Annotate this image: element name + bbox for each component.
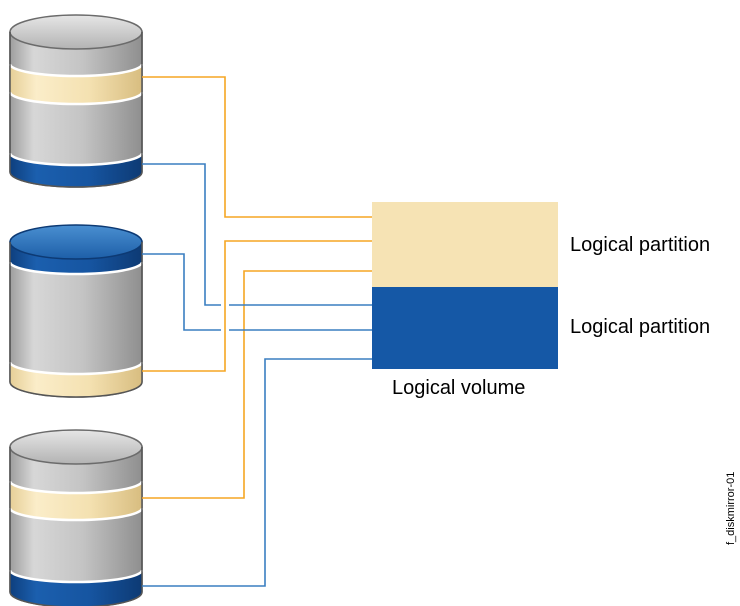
- connector-disk2-copy-a: [142, 240, 372, 372]
- disk-2: [8, 224, 144, 398]
- connector-disk1-copy-a: [142, 76, 372, 218]
- connector-disk3-copy-b: [142, 358, 372, 587]
- connector-disk1-copy-b: [142, 163, 221, 306]
- disk-2-partition-copy-a: [10, 362, 142, 397]
- figure-id-label: f_diskmirror-01: [725, 471, 737, 545]
- disk-3-partition-copy-a: [10, 481, 142, 520]
- disk-1: [8, 14, 144, 188]
- connector-disk3-copy-a: [142, 270, 372, 499]
- logical-partition-1: [372, 202, 558, 287]
- logical-volume-label: Logical volume: [392, 377, 526, 399]
- disk-1-partition-copy-b: [10, 153, 142, 187]
- disk-1-partition-copy-a: [10, 64, 142, 104]
- connector-disk2-copy-b: [142, 253, 221, 331]
- logical-partition-2: [372, 287, 558, 369]
- disk-3: [8, 429, 144, 606]
- logical-volume: [372, 202, 558, 369]
- connectors-copy-a: [142, 76, 372, 499]
- connectors-copy-b: [142, 163, 372, 587]
- disk-3-partition-copy-b: [10, 570, 142, 606]
- logical-partition-1-label: Logical partition: [570, 234, 711, 256]
- logical-partition-2-label: Logical partition: [570, 316, 711, 338]
